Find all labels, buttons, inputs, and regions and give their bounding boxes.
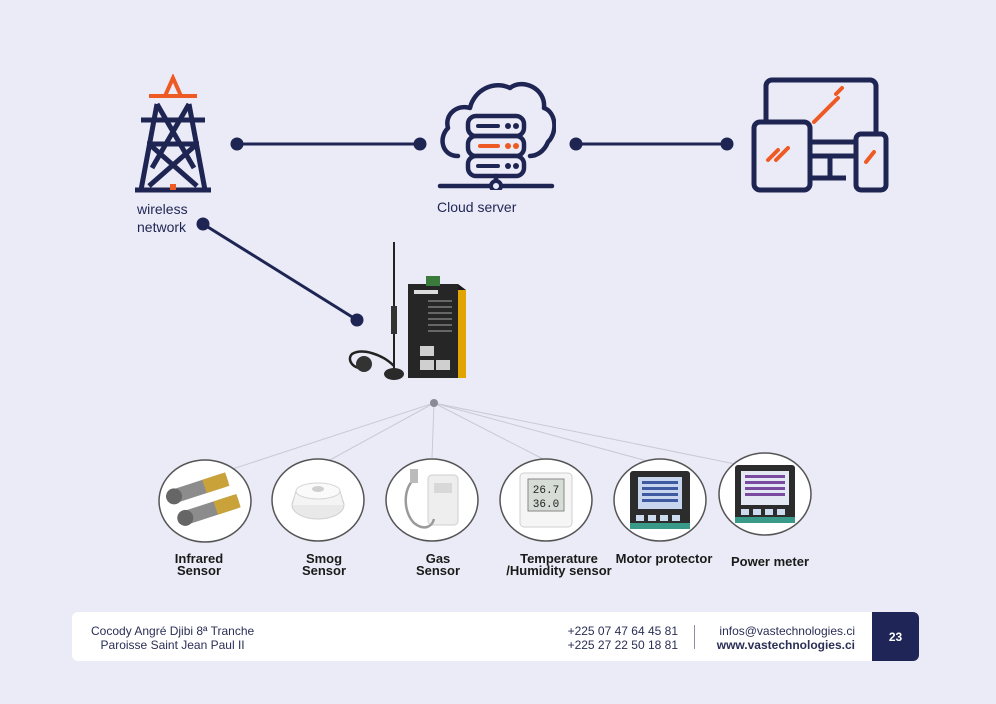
power-meter-label: Power meter [730,554,810,569]
fan-line [431,402,435,459]
fan-hub [430,399,438,407]
footer-contact: infos@vastechnologies.ci www.vastechnolo… [700,624,855,652]
transmission-tower-icon [135,74,211,193]
gateway-device-image [348,242,466,380]
smog-sensor-image [271,458,365,542]
website-link[interactable]: www.vastechnologies.ci [716,638,855,652]
fan-line [433,402,766,471]
footer-address: Cocody Angré Djibi 8ª Tranche Paroisse S… [91,624,255,652]
fan-line [204,402,435,479]
phone-2[interactable]: +225 27 22 50 18 81 [567,638,678,652]
email-link[interactable]: infos@vastechnologies.ci [719,624,855,638]
link-network-gateway [202,222,358,322]
infrared-sensor-image [158,459,252,543]
page-number: 23 [872,612,919,661]
cloud-server-label: Cloud server [437,199,517,215]
footer-divider [694,625,695,649]
temperature-humidity-sensor-label: Temperature/Humidity sensor [506,551,612,578]
thermo-temp-reading: 26.7 [533,485,559,497]
motor-protector-label: Motor protector [615,551,713,566]
phone-1[interactable]: +225 07 47 64 45 81 [567,624,678,638]
thermo-hum-reading: 36.0 [533,499,559,511]
devices-icon [751,77,889,193]
cloud-server-icon [437,81,556,190]
footer-phones: +225 07 47 64 45 81 +225 27 22 50 18 81 [562,624,678,652]
power-meter-image [718,452,812,536]
footer: Cocody Angré Djibi 8ª Tranche Paroisse S… [72,612,919,661]
motor-protector-image [613,458,707,542]
temperature-humidity-sensor-image: 26.7 36.0 [499,458,593,542]
fan-line [318,402,435,467]
gas-sensor-image [385,458,479,542]
fan-line [433,402,663,466]
fan-line [433,402,546,461]
wireless-network-label: wireless network [137,201,188,235]
